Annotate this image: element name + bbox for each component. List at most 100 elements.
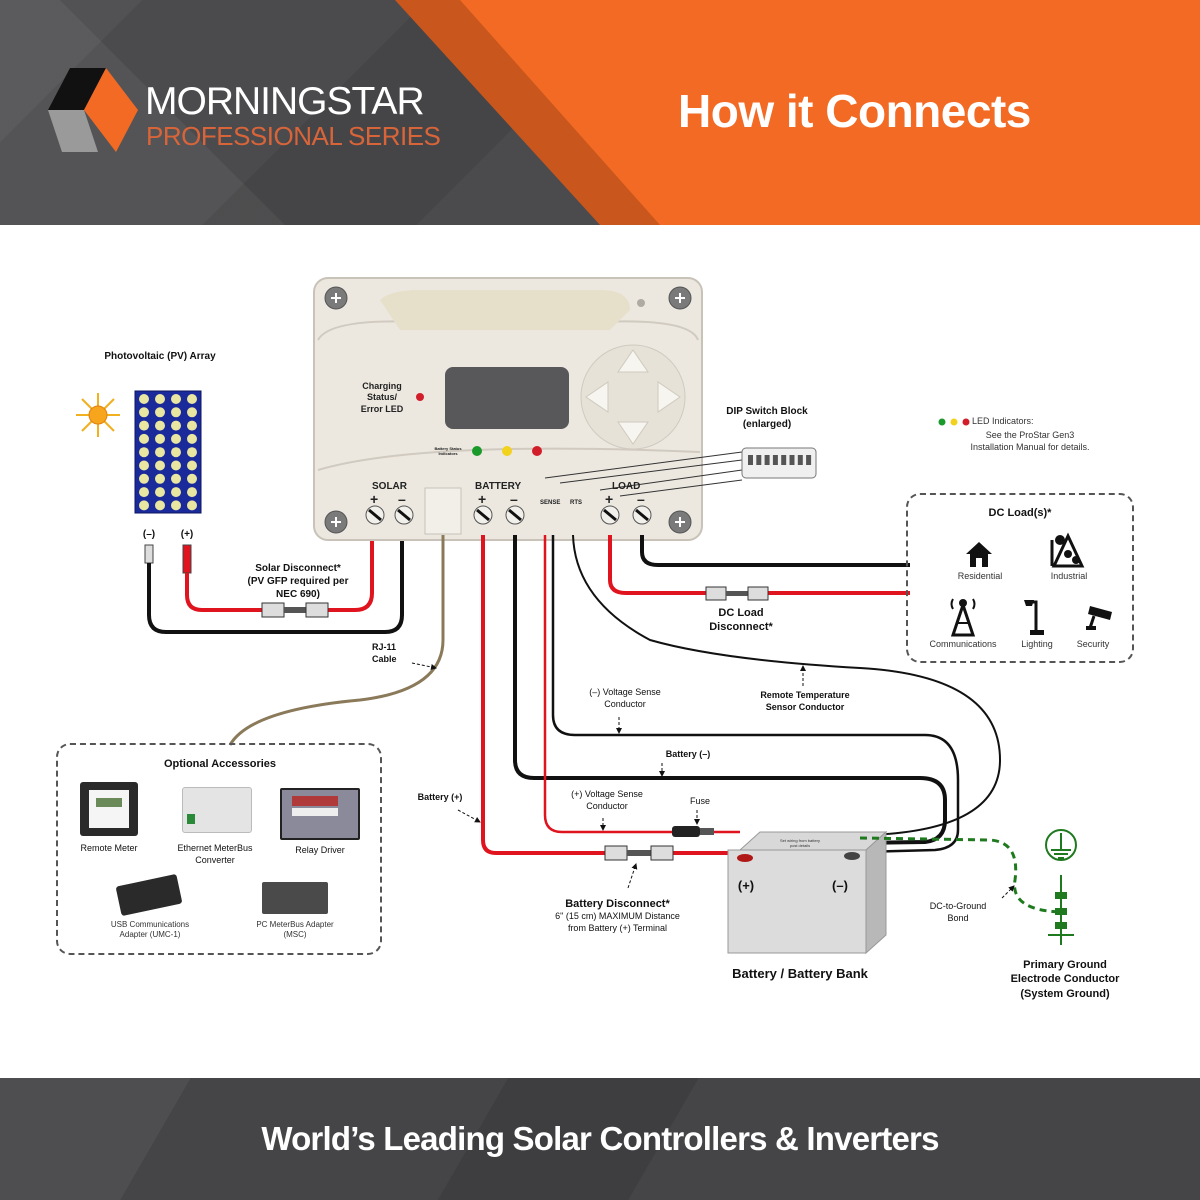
pv-cell: [187, 407, 197, 418]
rts-label-line: Remote Temperature: [760, 690, 850, 700]
pv-cell: [155, 447, 165, 458]
dc-load-label-security: Security: [1076, 639, 1110, 649]
status-led-label-line: Error LED: [360, 403, 404, 414]
yellow-led-icon: [502, 446, 512, 456]
sense-terminal-label: SENSE: [540, 500, 561, 506]
pv-cell: [171, 500, 181, 511]
accessory-label-line: Converter: [195, 854, 235, 865]
neg-sense-line: (–) Voltage Sense: [589, 687, 661, 697]
led-yellow-dot-icon: [950, 418, 958, 426]
accessory-label-line: (MSC): [283, 930, 307, 940]
primary-ground-label: Primary Ground Electrode Conductor (Syst…: [980, 958, 1150, 1001]
left-arrow-button-icon: [585, 381, 609, 413]
pv-cell: [187, 487, 197, 498]
pv-cell: [139, 433, 149, 444]
battery-positive-terminal-label: (+): [737, 878, 755, 893]
pv-cell: [171, 460, 181, 471]
accessory-label-pc-adapter: PC MeterBus Adapter (MSC): [240, 920, 350, 941]
led-note-line: See the ProStar Gen3: [985, 430, 1075, 440]
ground-symbol-icon: [1045, 829, 1077, 861]
pv-cell: [187, 420, 197, 431]
bond-label-line: DC-to-Ground: [929, 901, 987, 911]
sun-icon: [76, 393, 120, 437]
pv-cell: [155, 473, 165, 484]
battery-disconnect-title: Battery Disconnect*: [565, 898, 670, 910]
pv-cell: [155, 394, 165, 404]
led-note-line: Installation Manual for details.: [970, 441, 1090, 452]
pv-pos-connector: [182, 544, 192, 574]
led-indicators-title: LED Indicators:: [972, 416, 1034, 426]
remote-temperature-sensor-label: Remote Temperature Sensor Conductor: [740, 690, 870, 713]
battery-minus-sign: –: [510, 491, 518, 507]
dip-switch-toggle: [781, 455, 787, 465]
accessory-label-usb-adapter: USB Communications Adapter (UMC-1): [90, 920, 210, 941]
status-led-label-line: Status/: [366, 392, 397, 403]
solar-disconnect-label: Solar Disconnect* (PV GFP required per N…: [228, 562, 368, 601]
lcd-display: [445, 367, 569, 429]
footer-tagline: World’s Leading Solar Controllers & Inve…: [261, 1120, 939, 1157]
pos-sense-line: (+) Voltage Sense: [571, 789, 643, 799]
fuse-label: Fuse: [689, 796, 710, 806]
pv-cell: [187, 394, 197, 404]
ground-rod-icon: [1048, 875, 1074, 945]
solar-disconnect-title: Solar Disconnect*: [255, 563, 341, 574]
battery-negative-wire: [513, 535, 947, 845]
solar-minus-sign: –: [398, 491, 406, 507]
security-camera-icon: [1086, 606, 1112, 630]
house-icon: [966, 542, 992, 567]
pv-cell: [139, 447, 149, 458]
dc-load-disconnect-line: Disconnect*: [709, 621, 773, 634]
accessory-label-relay-driver: Relay Driver: [295, 845, 345, 855]
solar-negative-wire: [147, 535, 404, 634]
rj11-port: [424, 487, 462, 535]
solar-disconnect-note-2: NEC 690): [276, 589, 320, 600]
battery-disconnect-icon: [604, 845, 674, 861]
brand-name: MORNINGSTAR: [145, 80, 425, 123]
relay-driver-image: [280, 788, 360, 840]
pv-cell: [139, 460, 149, 471]
brand-subtitle: PROFESSIONAL SERIES: [146, 121, 441, 151]
pv-cell: [139, 487, 149, 498]
optional-accessories-box: [56, 743, 382, 955]
pv-cell: [155, 407, 165, 418]
battery-icon: [727, 830, 888, 955]
dc-load-label-industrial: Industrial: [1050, 571, 1088, 581]
battery-top-label-line: Set wiring from battery: [779, 838, 820, 843]
battery-disconnect-label: Battery Disconnect* 6" (15 cm) MAXIMUM D…: [525, 897, 710, 935]
fuse-icon: [672, 826, 714, 837]
neg-sense-line: Conductor: [604, 698, 646, 709]
pv-cell: [171, 407, 181, 418]
charging-status-led-label: Charging Status/ Error LED: [352, 381, 412, 415]
battery-bank-caption: Battery / Battery Bank: [732, 966, 868, 981]
load-positive-wire: [608, 535, 910, 595]
pv-array-title: Photovoltaic (PV) Array: [104, 351, 216, 362]
solar-terminal-label: SOLAR: [372, 481, 407, 492]
bond-label-line: Bond: [947, 912, 969, 923]
header-banner: MORNINGSTAR PROFESSIONAL SERIES How it C…: [0, 0, 1200, 225]
dip-switch-toggle: [764, 455, 770, 465]
pv-cell: [155, 487, 165, 498]
pv-panel-icon: [134, 390, 202, 514]
negative-voltage-sense-label: (–) Voltage Sense Conductor: [570, 687, 680, 710]
pv-cell: [139, 420, 149, 431]
positive-voltage-sense-label: (+) Voltage Sense Conductor: [552, 789, 662, 812]
pv-cell: [171, 394, 181, 404]
load-terminal-label: LOAD: [612, 481, 641, 492]
dc-load-label-residential: Residential: [957, 571, 1003, 581]
wiring-diagram: [76, 277, 1077, 955]
battery-disconnect-line: from Battery (+) Terminal: [567, 922, 668, 933]
dip-switch-toggle: [789, 455, 795, 465]
ground-title-line: Electrode Conductor: [1010, 973, 1120, 986]
rj11-cable: [228, 535, 445, 746]
battery-plus-sign: +: [478, 491, 487, 507]
pv-cell: [187, 460, 197, 471]
dip-switch-toggle: [756, 455, 762, 465]
dip-switch-block-icon: [741, 447, 817, 479]
pv-cell: [187, 473, 197, 484]
cell-tower-icon: [950, 598, 976, 637]
battery-top-label: Set wiring from battery post details: [765, 838, 835, 848]
pv-cell: [171, 420, 181, 431]
solar-disconnect-icon: [261, 602, 329, 618]
accessory-label-remote-meter: Remote Meter: [80, 843, 138, 853]
positive-voltage-sense-wire: [543, 535, 740, 834]
